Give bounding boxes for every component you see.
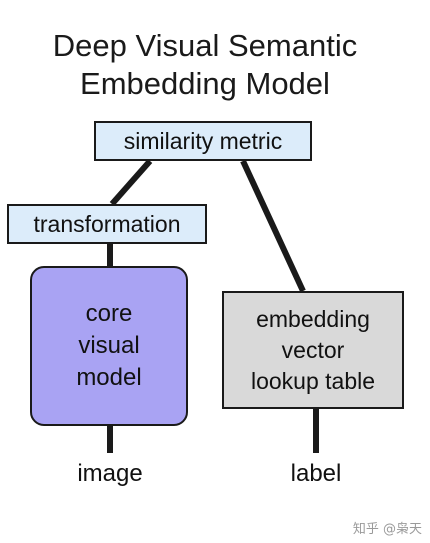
watermark: 知乎 @枭天 xyxy=(352,522,422,537)
core-node-line-1: core xyxy=(85,300,133,327)
label-input-label: label xyxy=(290,460,342,487)
embedding-node-line-3: lookup table xyxy=(250,367,376,394)
core-node-line-2: visual xyxy=(78,332,140,359)
edge-similarity-to-embedding xyxy=(240,159,306,293)
transformation-node: transformation xyxy=(7,204,207,244)
embedding-lookup-node: embedding vector lookup table xyxy=(222,291,404,409)
core-visual-model-node: core visual model xyxy=(30,266,188,426)
diagram-title-line-2: Embedding Model xyxy=(80,66,330,101)
embedding-node-line-1: embedding xyxy=(256,305,370,332)
edge-similarity-to-transformation xyxy=(109,159,153,206)
core-node-line-3: model xyxy=(76,364,142,391)
image-input-label: image xyxy=(77,460,143,487)
similarity-metric-node: similarity metric xyxy=(94,121,312,161)
embedding-node-line-2: vector xyxy=(281,336,345,363)
diagram-title-line-1: Deep Visual Semantic xyxy=(52,28,358,63)
